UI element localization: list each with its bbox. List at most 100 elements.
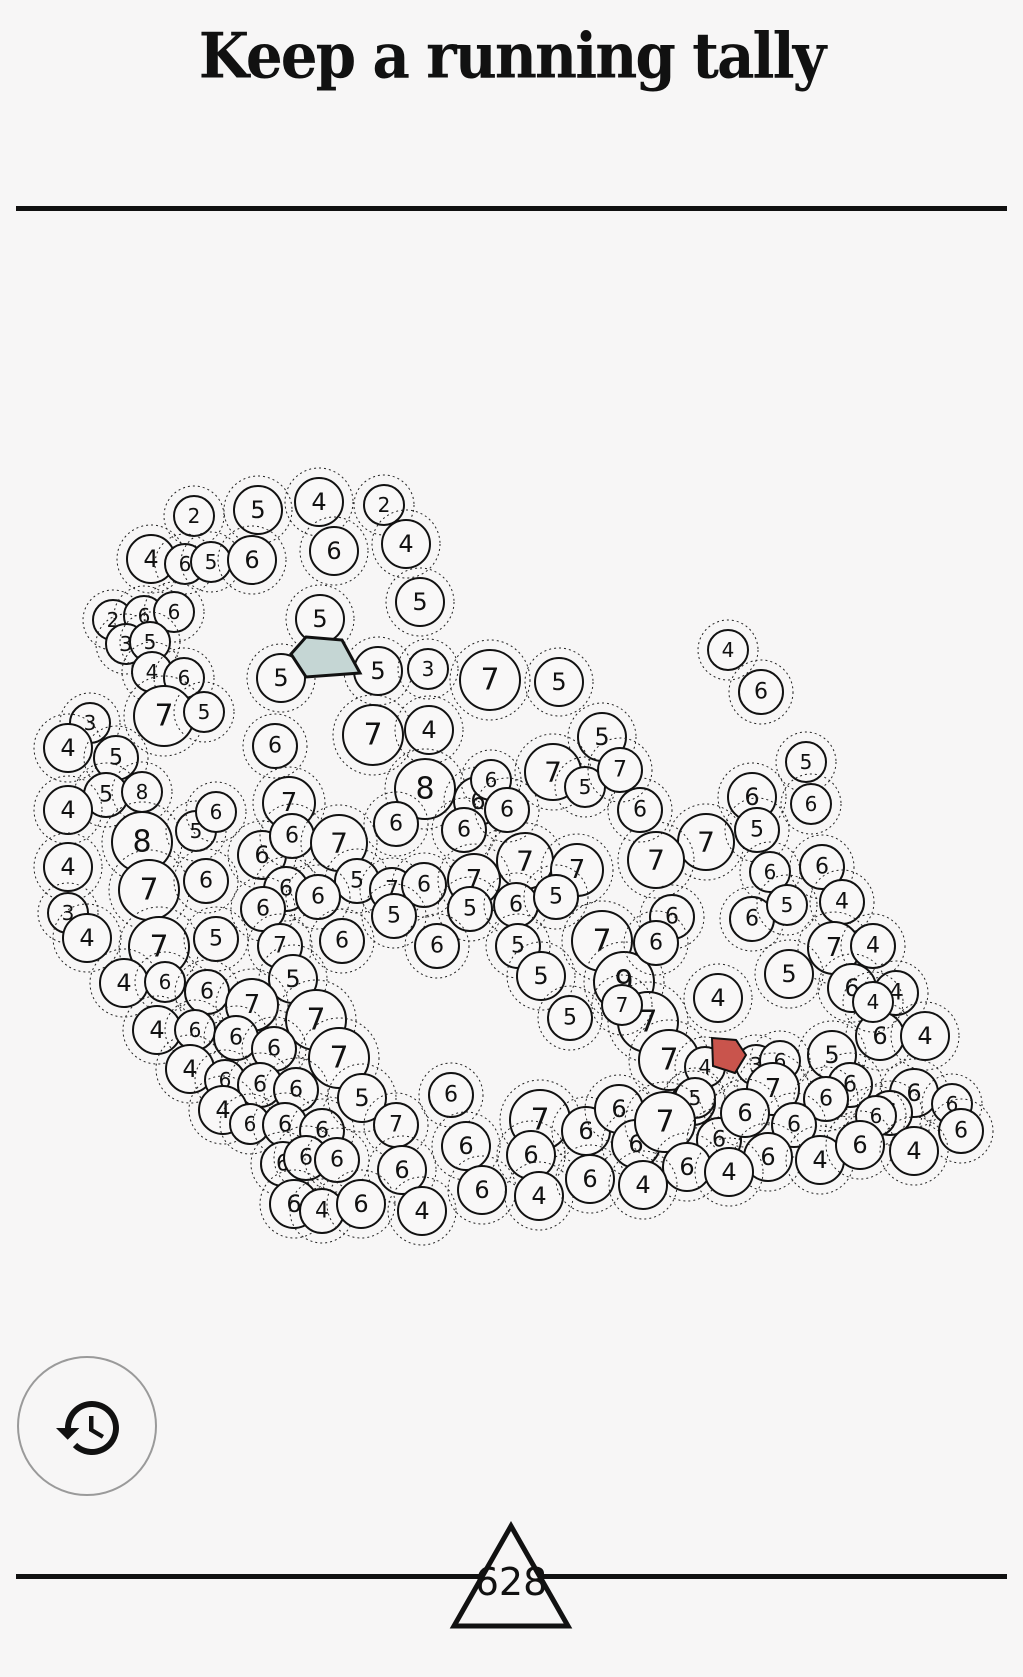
- number-tile[interactable]: 4: [284, 467, 354, 537]
- number-tile[interactable]: 5: [361, 883, 427, 949]
- number-tile[interactable]: 6: [739, 841, 801, 903]
- number-tile[interactable]: 5: [523, 864, 589, 930]
- number-tile[interactable]: 5: [223, 475, 293, 545]
- number-tile[interactable]: 5: [724, 797, 790, 863]
- number-tile[interactable]: 5: [173, 681, 235, 743]
- number-tile[interactable]: 5: [385, 567, 455, 637]
- tile-value: 8: [132, 825, 151, 860]
- number-tile[interactable]: 5: [327, 1063, 397, 1133]
- number-tile[interactable]: 4: [879, 1116, 949, 1186]
- number-tile[interactable]: 4: [371, 509, 441, 579]
- number-tile[interactable]: 6: [928, 1098, 994, 1164]
- number-tile[interactable]: 6: [367, 1135, 437, 1205]
- number-tile[interactable]: 4: [52, 903, 122, 973]
- tile-halo: [385, 567, 455, 637]
- tile-halo: [37, 882, 99, 944]
- number-tile[interactable]: 4: [394, 695, 464, 765]
- score-counter: 628: [474, 1560, 548, 1604]
- number-tile[interactable]: 6: [185, 781, 247, 843]
- number-tile[interactable]: 7: [624, 1081, 706, 1163]
- number-tile[interactable]: 6: [652, 1132, 722, 1202]
- number-tile[interactable]: 4: [89, 948, 159, 1018]
- number-tile[interactable]: 6: [418, 1062, 484, 1128]
- number-tile[interactable]: 6: [304, 1127, 370, 1193]
- tile-value: 4: [149, 1016, 164, 1044]
- number-tile[interactable]: 4: [694, 1137, 764, 1207]
- tile-circle: [707, 629, 749, 671]
- number-tile[interactable]: 5: [83, 725, 149, 791]
- number-tile[interactable]: 6: [793, 1066, 859, 1132]
- number-tile[interactable]: 6: [391, 852, 457, 918]
- number-tile[interactable]: 7: [591, 974, 653, 1036]
- number-tile[interactable]: 5: [524, 647, 594, 717]
- number-tile[interactable]: 5: [775, 731, 837, 793]
- number-tile[interactable]: 4: [33, 832, 103, 902]
- number-tile[interactable]: 6: [431, 1111, 501, 1181]
- number-tile[interactable]: 6: [173, 848, 239, 914]
- number-tile[interactable]: 6: [241, 1016, 307, 1082]
- tile-halo: [326, 1169, 396, 1239]
- number-tile[interactable]: 6: [363, 791, 429, 857]
- tile-value: 6: [394, 1156, 409, 1184]
- number-tile[interactable]: 6: [623, 910, 689, 976]
- tile-circle: [852, 981, 894, 1023]
- number-tile[interactable]: 6: [230, 876, 296, 942]
- number-tile[interactable]: 4: [890, 1001, 960, 1071]
- number-tile[interactable]: 8: [111, 761, 173, 823]
- number-tile[interactable]: 7: [118, 906, 200, 988]
- number-tile[interactable]: 5: [183, 906, 249, 972]
- tile-value: 4: [116, 969, 131, 997]
- number-tile[interactable]: 5: [756, 874, 818, 936]
- number-tile[interactable]: 6: [217, 525, 287, 595]
- number-tile[interactable]: 6: [474, 777, 540, 843]
- number-tile[interactable]: 6: [285, 864, 351, 930]
- tile-value: 7: [655, 1105, 674, 1140]
- number-tile[interactable]: 3: [397, 638, 459, 700]
- number-tile[interactable]: 7: [332, 694, 414, 776]
- number-tile[interactable]: 5: [246, 643, 316, 713]
- number-tile[interactable]: 7: [449, 639, 531, 721]
- number-tile[interactable]: 6: [431, 797, 497, 863]
- number-tile[interactable]: 7: [108, 849, 190, 931]
- number-tile[interactable]: 6: [789, 834, 855, 900]
- number-tile[interactable]: 4: [289, 1178, 355, 1244]
- number-tile[interactable]: 7: [300, 804, 378, 882]
- number-tile[interactable]: 4: [387, 1176, 457, 1246]
- number-tile[interactable]: 6: [728, 659, 794, 725]
- number-tile[interactable]: 6: [259, 803, 325, 869]
- number-tile[interactable]: 6: [326, 1169, 396, 1239]
- undo-button[interactable]: [17, 1356, 157, 1496]
- number-tile[interactable]: 6: [143, 581, 205, 643]
- number-tile[interactable]: 7: [628, 1019, 710, 1101]
- number-tile[interactable]: 7: [587, 737, 653, 803]
- number-tile[interactable]: 4: [697, 619, 759, 681]
- number-tile[interactable]: 6: [242, 713, 308, 779]
- number-tile[interactable]: 5: [537, 985, 603, 1051]
- number-tile[interactable]: 8: [384, 748, 466, 830]
- number-tile[interactable]: 4: [840, 913, 906, 979]
- number-tile[interactable]: 6: [761, 1092, 827, 1158]
- tile-value: 5: [370, 657, 385, 685]
- number-tile[interactable]: 6: [299, 516, 369, 586]
- number-tile[interactable]: 2: [163, 485, 225, 547]
- number-tile[interactable]: 5: [506, 941, 576, 1011]
- number-tile[interactable]: 7: [617, 821, 695, 899]
- number-tile[interactable]: 6: [404, 913, 470, 979]
- number-tile[interactable]: 4: [608, 1150, 678, 1220]
- number-tile[interactable]: 4: [116, 524, 186, 594]
- number-tile[interactable]: 7: [123, 675, 205, 757]
- number-tile[interactable]: 7: [298, 1017, 380, 1099]
- number-tile[interactable]: 4: [33, 713, 103, 783]
- tile-value: 5: [594, 723, 609, 751]
- number-tile[interactable]: 5: [180, 531, 242, 593]
- number-tile[interactable]: 4: [33, 775, 103, 845]
- number-tile[interactable]: 6: [309, 908, 375, 974]
- number-tile[interactable]: 4: [842, 971, 904, 1033]
- number-tile[interactable]: 7: [486, 822, 564, 900]
- number-tile[interactable]: 6: [555, 1144, 625, 1214]
- number-tile[interactable]: 4: [683, 963, 753, 1033]
- tile-circle: [764, 949, 814, 999]
- number-tile[interactable]: 5: [754, 939, 824, 1009]
- number-tile[interactable]: 6: [780, 773, 842, 835]
- number-tile[interactable]: 2: [353, 474, 415, 536]
